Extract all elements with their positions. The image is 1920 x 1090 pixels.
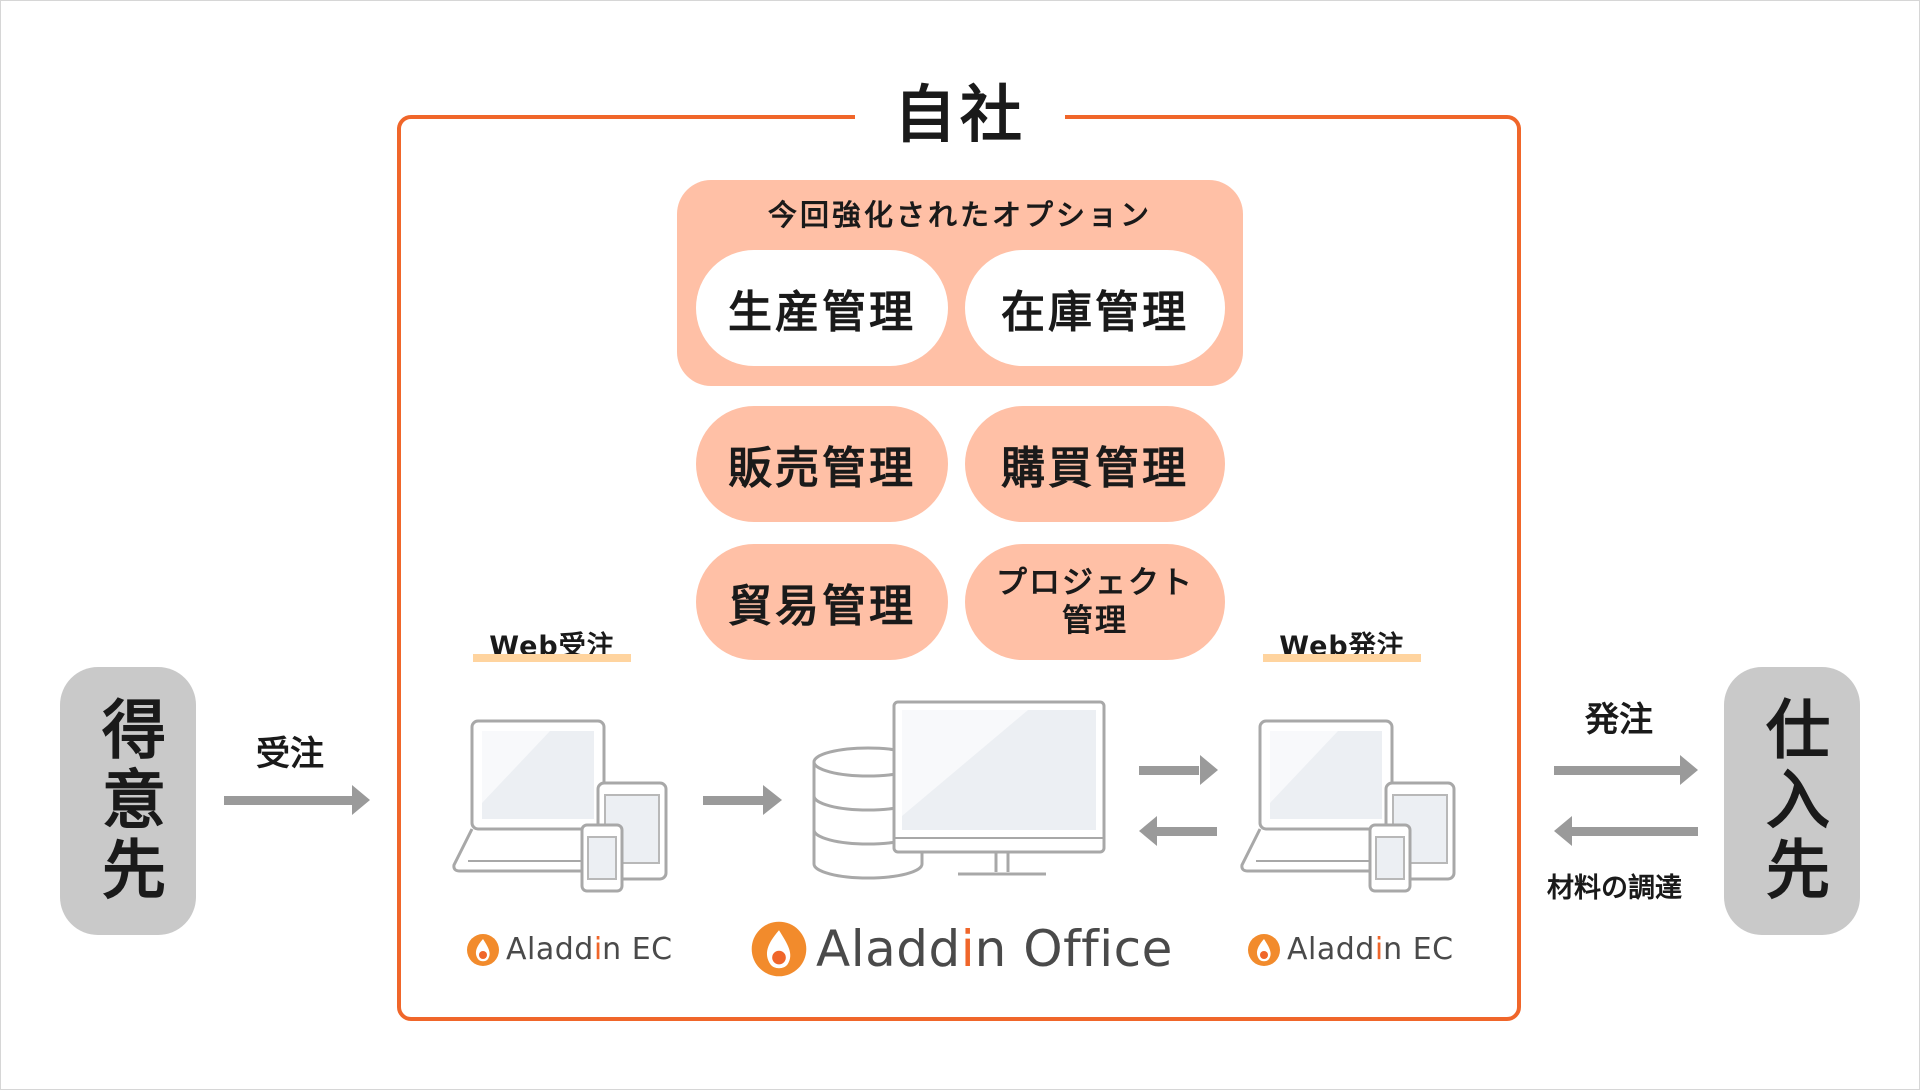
- module-project-management: プロジェクト 管理: [965, 544, 1225, 660]
- web-order-received-devices: [452, 719, 668, 893]
- company-title: 自社: [855, 70, 1065, 160]
- arrow-right-icon: [1554, 755, 1698, 785]
- brand-text-b: n EC: [1383, 932, 1454, 967]
- office-system-devices: [812, 700, 1106, 880]
- module-production-management: 生産管理: [696, 250, 948, 366]
- laptop-icon: [1240, 719, 1394, 873]
- module-sales-management: 販売管理: [696, 406, 948, 522]
- enhanced-options-title: 今回強化されたオプション: [767, 198, 1152, 232]
- module-trade-management: 貿易管理: [696, 544, 948, 660]
- procurement-label: 材料の調達: [1547, 873, 1682, 904]
- arrow-right-icon: [1139, 755, 1218, 785]
- supplier-box: 仕入先: [1724, 667, 1860, 935]
- aladdin-logo-icon: [751, 921, 807, 977]
- customer-box: 得意先: [60, 667, 196, 935]
- aladdin-logo-icon: [1248, 933, 1280, 966]
- brand-text-a: Aladd: [506, 932, 594, 967]
- monitor-icon: [892, 700, 1106, 876]
- brand-text-i: i: [960, 920, 975, 978]
- module-project-line2: 管理: [1062, 603, 1128, 639]
- web-order-placed-devices: [1240, 719, 1456, 893]
- arrow-left-icon: [1554, 816, 1698, 846]
- tablet-icon: [1384, 781, 1456, 881]
- module-purchasing-management: 購買管理: [965, 406, 1225, 522]
- module-project-line1: プロジェクト: [996, 565, 1194, 601]
- web-order-placed-underline: [1263, 654, 1421, 662]
- brand-text-b: n EC: [602, 932, 673, 967]
- supplier-label: 仕入先: [1755, 696, 1829, 906]
- brand-text-a: Aladd: [1287, 932, 1375, 967]
- arrow-right-icon: [224, 785, 370, 815]
- arrow-left-icon: [1139, 816, 1217, 846]
- laptop-icon: [452, 719, 606, 873]
- web-order-received-underline: [473, 654, 631, 662]
- arrow-right-icon: [703, 785, 782, 815]
- customer-label: 得意先: [91, 696, 165, 906]
- brand-text-i: i: [593, 932, 603, 967]
- order-placed-label: 発注: [1585, 700, 1653, 740]
- brand-text-a: Aladd: [816, 920, 961, 978]
- brand-text-i: i: [1374, 932, 1384, 967]
- module-inventory-management: 在庫管理: [965, 250, 1225, 366]
- smartphone-icon: [580, 823, 624, 893]
- brand-text-b: n Office: [974, 920, 1173, 978]
- order-received-label: 受注: [256, 734, 324, 774]
- smartphone-icon: [1368, 823, 1412, 893]
- aladdin-logo-icon: [467, 933, 499, 966]
